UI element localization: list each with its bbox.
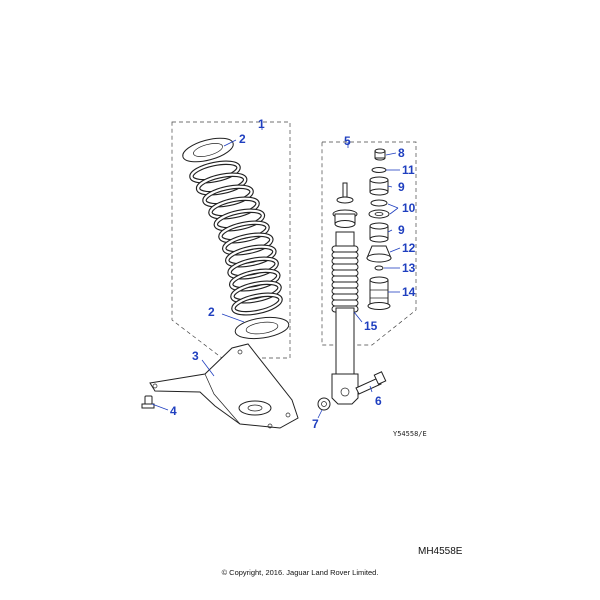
upper-spring-seat (182, 137, 234, 163)
mounting-bracket (149, 343, 299, 429)
nut (374, 148, 386, 161)
callout-2-lower: 2 (208, 305, 215, 319)
callout-9-upper: 9 (398, 180, 405, 194)
spring-coil-turn (228, 257, 278, 279)
rubber-bush-upper (369, 176, 389, 196)
bellows-fold (331, 281, 359, 289)
callout-12: 12 (402, 241, 416, 255)
callout-14: 14 (402, 285, 416, 299)
spring-coil-turn (219, 221, 269, 243)
spring-coil-turn (232, 293, 282, 315)
lower-spring-seat (234, 316, 290, 340)
callout-11: 11 (402, 163, 415, 177)
group-5-outline (321, 141, 417, 346)
spring-coil-turn (203, 185, 253, 207)
callout-5: 5 (344, 134, 351, 148)
callout-7: 7 (312, 417, 319, 431)
leader-lines (151, 122, 401, 419)
damper-bolt (355, 371, 387, 395)
spring-coil-turn (209, 197, 259, 219)
rubber-bush-lower (369, 222, 389, 243)
spring-coil-turn (226, 245, 276, 267)
bellows-fold (331, 263, 359, 271)
bellows-fold (331, 287, 359, 295)
callout-6: 6 (375, 394, 382, 408)
o-ring (374, 265, 384, 271)
bellows-fold (331, 245, 359, 253)
coil-spring (189, 160, 283, 316)
damper-bush (317, 397, 331, 411)
damper (331, 182, 359, 405)
bellows-fold (331, 299, 359, 307)
spring-coil-turn (231, 281, 281, 303)
dished-washer (366, 245, 392, 263)
bump-stop (367, 276, 391, 310)
drawing-code: Y54558/E (393, 430, 427, 438)
bracket-bolt (141, 395, 155, 409)
bellows-fold (331, 293, 359, 301)
spring-coil-turn (214, 209, 265, 231)
callout-2-upper: 2 (239, 132, 246, 146)
washer-upper (371, 167, 387, 173)
spring-coil-turn (197, 173, 247, 195)
spring-coil-turn (230, 269, 280, 291)
bellows-fold (331, 257, 359, 265)
bellows-fold (331, 275, 359, 283)
callout-3: 3 (192, 349, 199, 363)
callout-10: 10 (402, 201, 416, 215)
copyright-notice: © Copyright, 2016. Jaguar Land Rover Lim… (221, 568, 379, 577)
bellows-fold (331, 251, 359, 259)
callout-4: 4 (170, 404, 177, 418)
spring-coil-turn (223, 233, 273, 255)
callout-13: 13 (402, 261, 416, 275)
washers-pair (368, 199, 390, 219)
callout-9-lower: 9 (398, 223, 405, 237)
callout-1: 1 (258, 117, 265, 131)
callout-8: 8 (398, 146, 405, 160)
bellows-fold (331, 269, 359, 277)
spring-coil-turn (190, 161, 240, 183)
callout-15: 15 (364, 319, 378, 333)
footer-code: MH4558E (418, 546, 463, 557)
